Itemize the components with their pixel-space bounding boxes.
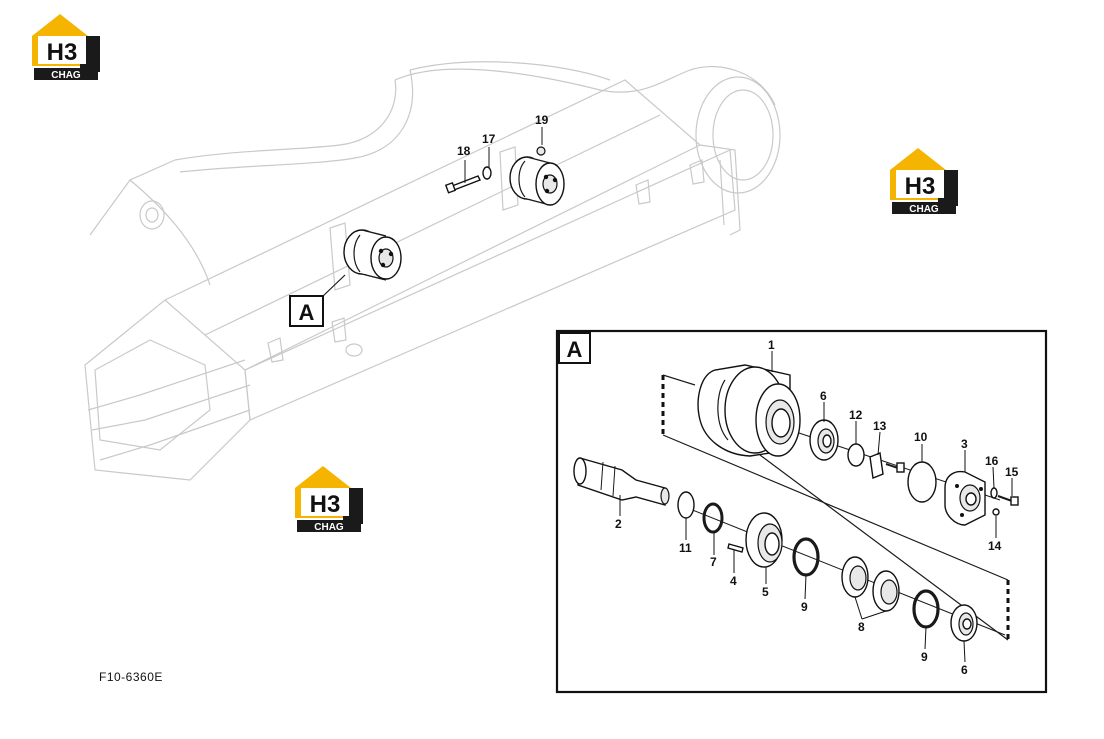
callout-16: 16 (985, 454, 999, 468)
callout-19: 19 (535, 113, 549, 127)
carrier-roller-left (343, 229, 402, 281)
washer-17-overview (482, 166, 492, 180)
part-11-ring (677, 491, 695, 519)
callout-7: 7 (710, 555, 717, 569)
logo-mark: H3 (47, 39, 78, 66)
part-12-washer (847, 443, 865, 467)
callout-2: 2 (615, 517, 622, 531)
part-8-floating-seal (841, 556, 900, 612)
logo-mark: H3 (905, 173, 936, 200)
part-13-lockplate (869, 452, 884, 479)
logo-mark: H3 (310, 491, 341, 518)
callout-6-upper: 6 (820, 389, 827, 403)
logo-text: CHAG (51, 70, 81, 81)
detail-ref-label: A (299, 300, 315, 325)
part-6-seal-lower (950, 604, 978, 642)
part-16-washer (990, 487, 998, 499)
detail-label: A (567, 337, 583, 362)
overview-leaders (321, 127, 543, 298)
part-13-bolt (885, 462, 905, 473)
part-2-shaft (573, 457, 670, 506)
bolt-18-overview (444, 175, 481, 194)
callout-18: 18 (457, 144, 471, 158)
part-1-roller (697, 364, 801, 457)
part-5-collar (745, 512, 783, 568)
callout-8: 8 (858, 620, 865, 634)
logo-top-left: H3 CHAG (32, 14, 100, 81)
callout-14: 14 (988, 539, 1002, 553)
carrier-roller-right (509, 156, 565, 206)
undercarriage-frame (84, 61, 781, 481)
part-6-seal-upper (809, 419, 839, 461)
figure-code: F10-6360E (99, 670, 163, 684)
callout-5: 5 (762, 585, 769, 599)
logo-text: CHAG (314, 522, 344, 533)
part-15-bolt (997, 495, 1019, 506)
logo-text: CHAG (909, 204, 939, 215)
logo-middle-right: H3 CHAG (890, 148, 958, 215)
part-7-snapring (702, 502, 724, 534)
part-4-pin (727, 543, 744, 553)
part-10-oring (907, 461, 937, 503)
callout-13: 13 (873, 419, 887, 433)
detail-leaders (619, 351, 1013, 663)
callout-3: 3 (961, 437, 968, 451)
part-14-plug (992, 508, 1000, 516)
callout-12: 12 (849, 408, 863, 422)
callout-9-left: 9 (801, 600, 808, 614)
callout-10: 10 (914, 430, 928, 444)
callout-9-right: 9 (921, 650, 928, 664)
callout-17: 17 (482, 132, 496, 146)
callout-6-lower: 6 (961, 663, 968, 677)
nut-19-overview (536, 146, 546, 156)
callout-11: 11 (679, 541, 692, 555)
part-3-cover (944, 470, 986, 526)
callout-15: 15 (1005, 465, 1019, 479)
logo-bottom-center: H3 CHAG (295, 466, 363, 533)
callout-1: 1 (768, 338, 775, 352)
detail-ref-box: A (289, 295, 324, 327)
callout-4: 4 (730, 574, 737, 588)
